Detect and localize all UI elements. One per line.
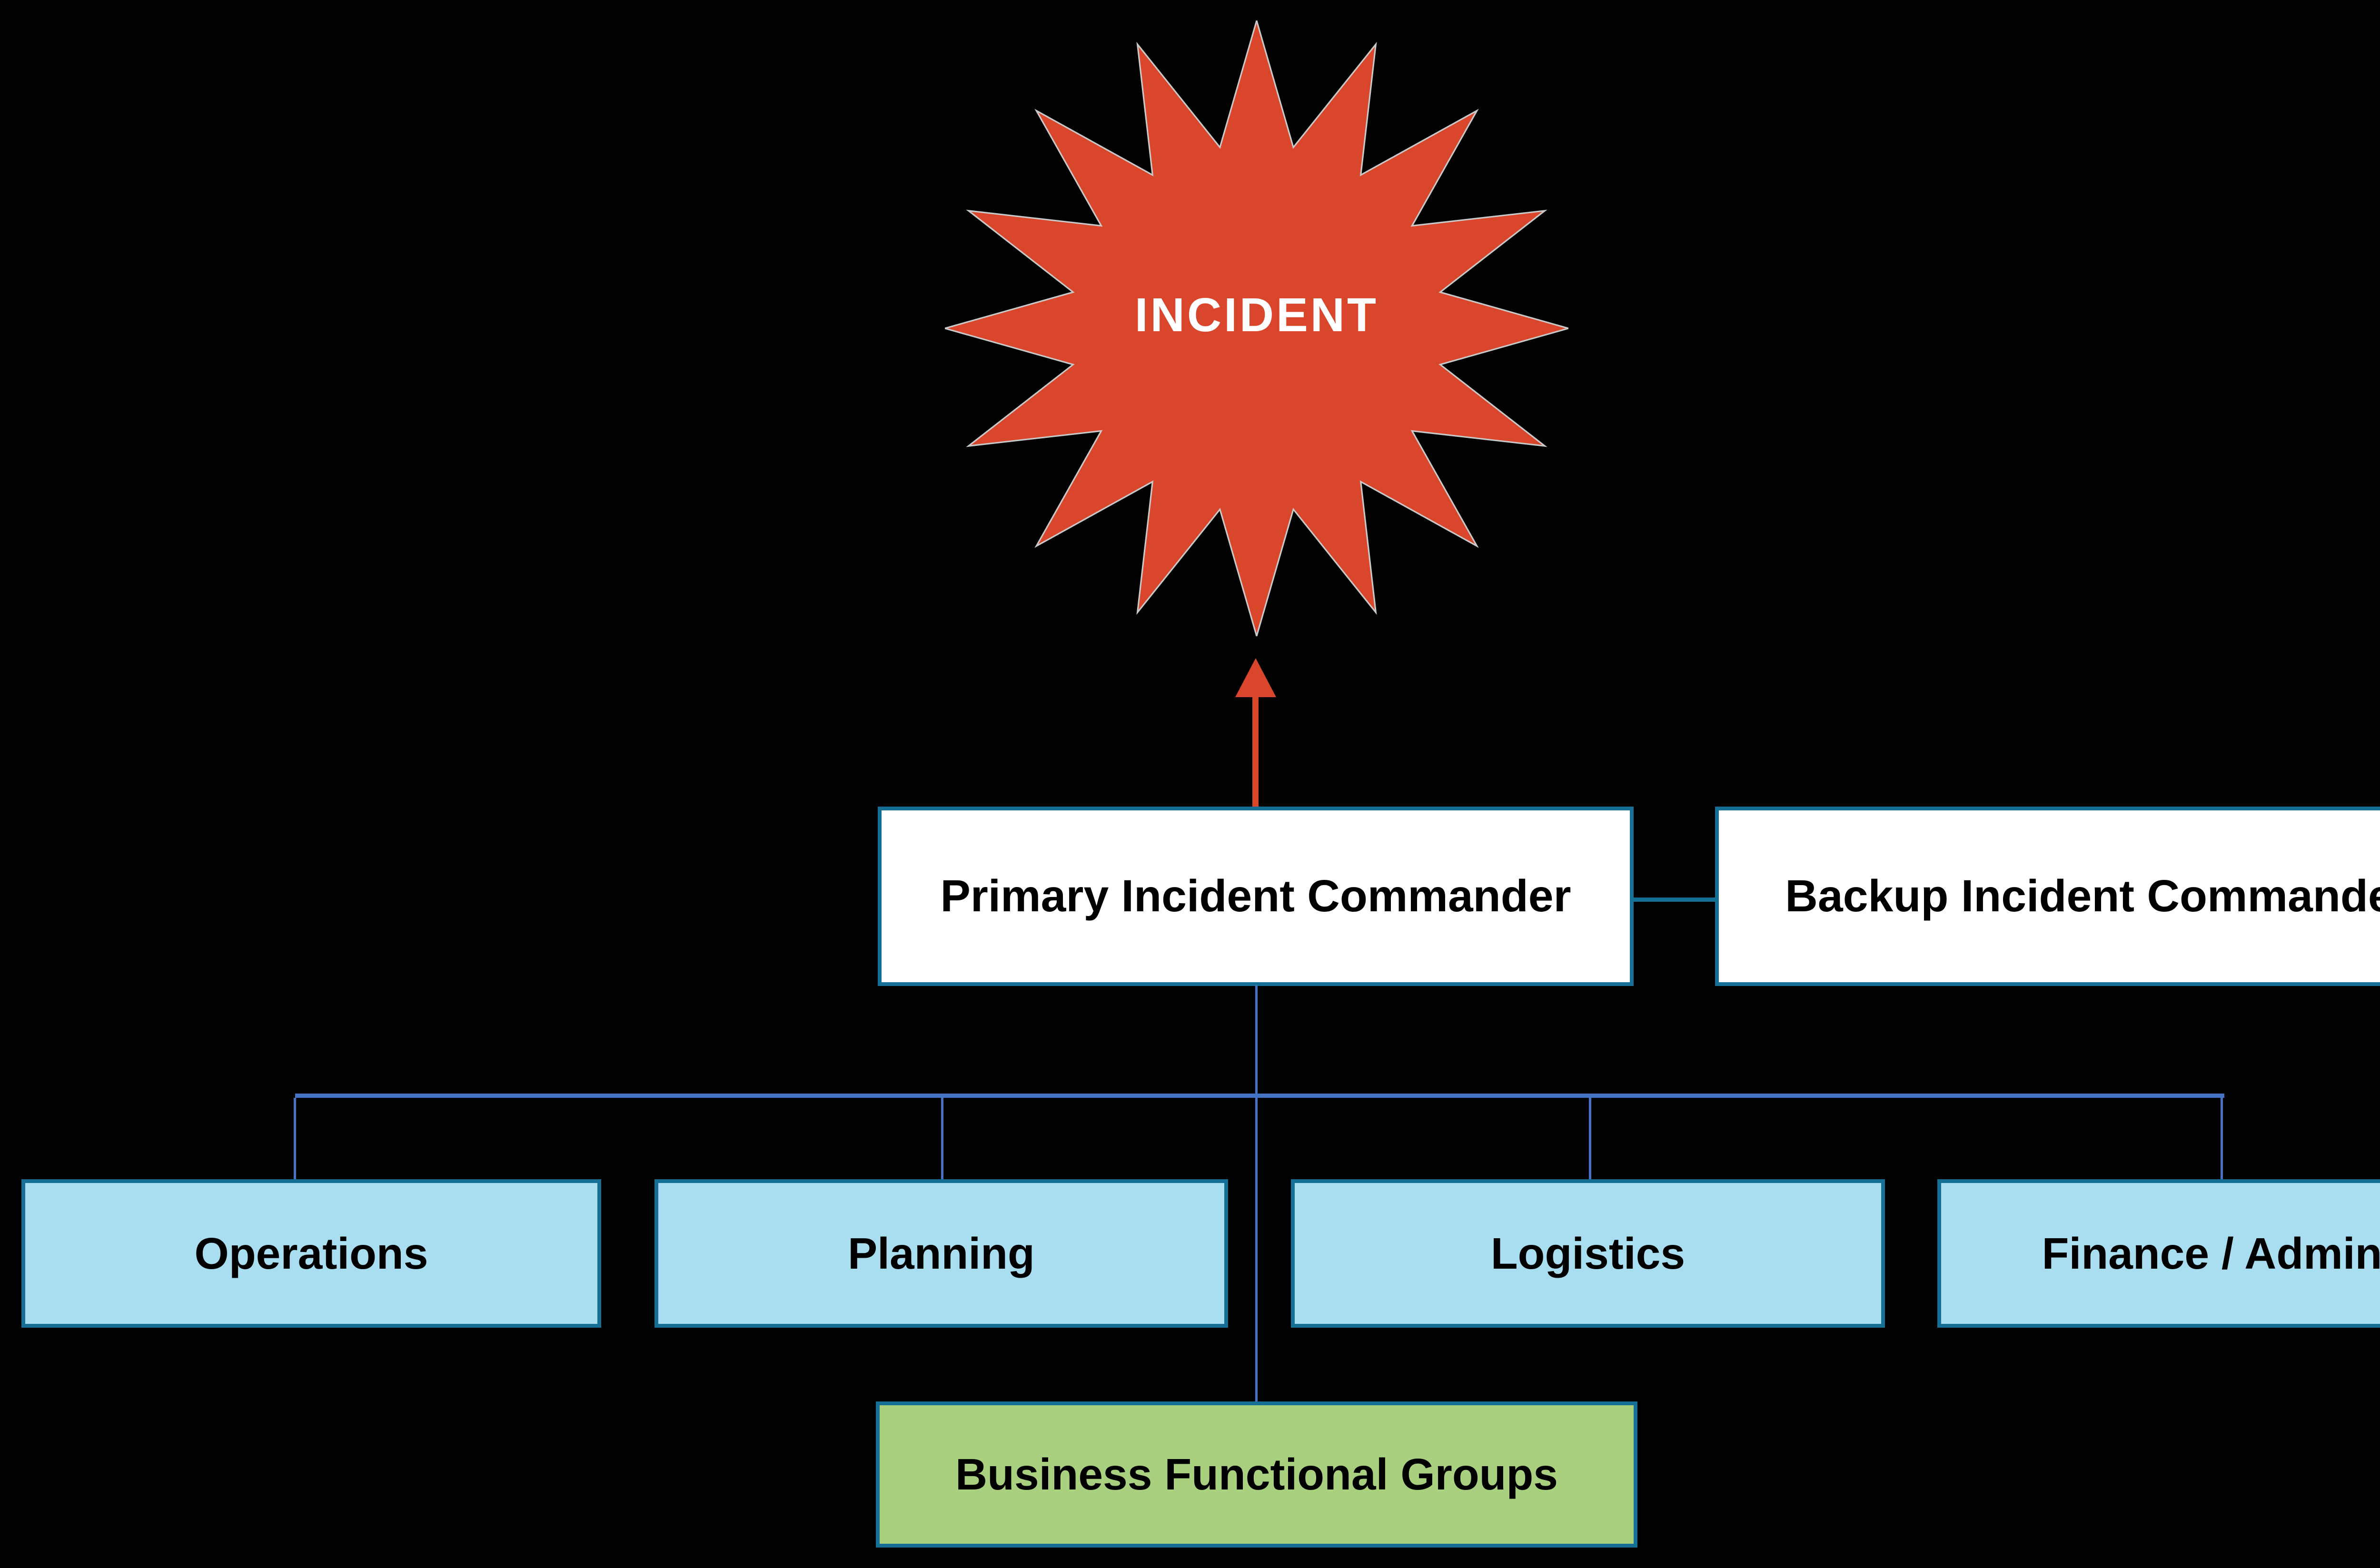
- business-functional-groups-box: Business Functional Groups: [876, 1401, 1637, 1548]
- finance-admin-label: Finance / Admin.: [2042, 1228, 2380, 1278]
- operations-label: Operations: [194, 1228, 428, 1278]
- primary-incident-commander-label: Primary Incident Commander: [940, 871, 1571, 921]
- connector-primary-to-bus: [1255, 985, 1258, 1095]
- primary-backup-connector: [1632, 897, 1715, 902]
- primary-incident-commander-box: Primary Incident Commander: [878, 807, 1634, 986]
- connector-drop-finance: [2221, 1098, 2223, 1179]
- finance-admin-box: Finance / Admin.: [1937, 1179, 2380, 1328]
- logistics-label: Logistics: [1490, 1228, 1686, 1278]
- escalation-arrow-line: [1252, 694, 1259, 808]
- incident-burst-shape: [945, 20, 1568, 636]
- backup-incident-commander-label: Backup Incident Commander: [1785, 871, 2380, 921]
- planning-box: Planning: [654, 1179, 1228, 1328]
- incident-burst-label: INCIDENT: [1134, 288, 1379, 342]
- escalation-arrow-head-icon: [1235, 658, 1276, 697]
- connector-drop-operations: [294, 1098, 296, 1179]
- connector-to-business-groups: [1255, 1098, 1258, 1401]
- backup-incident-commander-box: Backup Incident Commander: [1715, 807, 2380, 986]
- starburst-polygon: [945, 20, 1568, 636]
- connector-drop-planning: [941, 1098, 943, 1179]
- connector-drop-logistics: [1589, 1098, 1591, 1179]
- operations-box: Operations: [21, 1179, 601, 1328]
- connector-bus: [295, 1094, 2224, 1098]
- planning-label: Planning: [848, 1228, 1035, 1278]
- business-functional-groups-label: Business Functional Groups: [955, 1450, 1558, 1499]
- logistics-box: Logistics: [1291, 1179, 1885, 1328]
